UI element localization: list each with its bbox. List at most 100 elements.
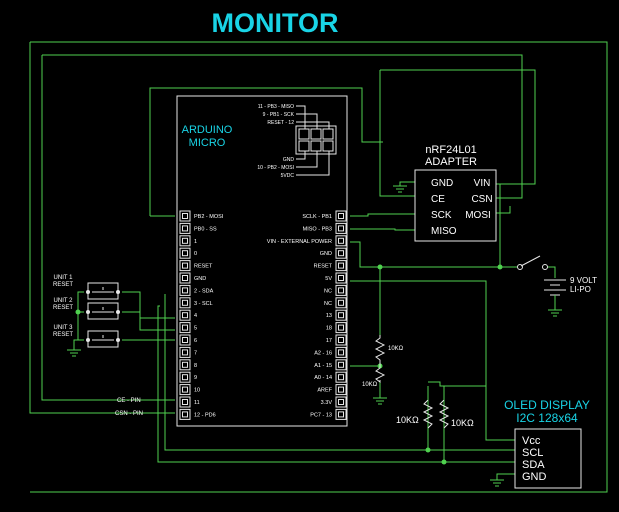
right-pin-label: SCLK - PB1 bbox=[302, 214, 332, 220]
battery: 9 VOLT LI-PO bbox=[544, 276, 597, 300]
right-pin-hole bbox=[338, 361, 344, 368]
left-pin-hole bbox=[182, 312, 188, 319]
right-pin-label: PC7 - 13 bbox=[310, 412, 332, 418]
nrf-pin-mosi: MOSI bbox=[465, 210, 491, 221]
left-pin-hole bbox=[182, 399, 188, 405]
left-pin-hole bbox=[182, 262, 188, 269]
left-pin-label: 9 bbox=[194, 375, 197, 381]
nrf-pin-sck: SCK bbox=[431, 210, 452, 221]
left-pin-label: RESET bbox=[194, 264, 213, 270]
icsp-label: 10 - PB2 - MOSI bbox=[257, 165, 294, 171]
left-pin-label: PB2 - MOSI bbox=[194, 214, 224, 220]
right-pin-hole bbox=[338, 337, 344, 343]
arduino-name-line1: ARDUINO bbox=[182, 124, 233, 136]
right-pin-hole bbox=[338, 262, 344, 269]
left-pin-label: 8 bbox=[194, 363, 197, 369]
left-pin-label: 10 bbox=[194, 388, 200, 394]
button-1-label-line1: UNIT 1 bbox=[54, 275, 74, 281]
right-pin-hole bbox=[338, 399, 344, 405]
right-pin-label: AREF bbox=[317, 388, 332, 394]
button-2-label-line1: UNIT 2 bbox=[54, 298, 74, 304]
nrf-pin-csn: CSN bbox=[471, 194, 492, 205]
left-pin-label: GND bbox=[194, 276, 206, 282]
right-pin-hole bbox=[338, 275, 344, 281]
right-pin-label: VIN - EXTERNAL POWER bbox=[267, 239, 332, 245]
right-pin-label: A1 - 15 bbox=[314, 363, 332, 369]
right-pin-hole bbox=[338, 374, 344, 381]
left-pin-hole bbox=[182, 361, 188, 368]
right-pin-hole bbox=[338, 225, 344, 232]
i2c-pullups: 10KΩ 10KΩ bbox=[396, 386, 474, 429]
left-pin-hole bbox=[182, 299, 188, 306]
left-pin-label: 5 bbox=[194, 326, 197, 332]
voltage-divider: 10KΩ 10KΩ bbox=[362, 335, 404, 388]
right-pin-label: NC bbox=[324, 301, 332, 307]
left-pin-label: PB0 - SS bbox=[194, 226, 217, 232]
oled-pin-sda: SDA bbox=[522, 459, 545, 471]
nrf-pin-miso: MISO bbox=[431, 226, 457, 237]
left-pin-label: 2 - SDA bbox=[194, 288, 214, 294]
power-switch bbox=[500, 255, 548, 270]
right-pin-hole bbox=[338, 349, 344, 356]
right-pin-label: 5V bbox=[325, 276, 332, 282]
left-pin-hole bbox=[182, 225, 188, 232]
right-pin-label: A0 - 14 bbox=[314, 375, 332, 381]
left-pin-label: 12 - PD6 bbox=[194, 412, 216, 418]
oled-pin-gnd: GND bbox=[522, 471, 547, 483]
right-pin-label: A2 - 16 bbox=[314, 350, 332, 356]
right-pin-label: 3.3V bbox=[321, 400, 333, 406]
right-pin-hole bbox=[338, 299, 344, 306]
right-pin-label: 18 bbox=[326, 326, 332, 332]
right-pin-hole bbox=[338, 250, 344, 257]
right-pin-label: GND bbox=[320, 251, 332, 257]
arduino-micro-board: ARDUINO MICRO bbox=[176, 95, 348, 427]
junction-dots bbox=[75, 264, 503, 465]
right-pin-label: 17 bbox=[326, 338, 332, 344]
oled-title-line2: I2C 128x64 bbox=[516, 411, 578, 425]
oled-title-line1: OLED DISPLAY bbox=[504, 398, 590, 412]
nrf-title-line1: nRF24L01 bbox=[425, 144, 476, 156]
left-pin-hole bbox=[182, 287, 188, 294]
button-3-label-line2: RESET bbox=[53, 332, 73, 338]
left-pin-hole bbox=[182, 250, 188, 257]
right-pin-hole bbox=[338, 411, 344, 418]
reset-buttons: UNIT 1 RESET UNIT 2 RESET UNIT 3 RESET bbox=[53, 275, 120, 348]
right-pin-hole bbox=[338, 324, 344, 331]
right-pin-hole bbox=[338, 287, 344, 294]
left-pin-hole bbox=[182, 374, 188, 381]
ce-pin-net-label: CE - PIN bbox=[117, 398, 141, 404]
divider-r-bottom-label: 10KΩ bbox=[362, 382, 378, 388]
left-pin-label: 4 bbox=[194, 313, 197, 319]
pullup-r1-label: 10KΩ bbox=[396, 415, 419, 425]
nrf-title-line2: ADAPTER bbox=[425, 156, 477, 168]
oled-pin-vcc: Vcc bbox=[522, 435, 541, 447]
left-pin-hole bbox=[182, 324, 188, 331]
left-pin-label: 7 bbox=[194, 350, 197, 356]
left-pin-hole bbox=[182, 386, 188, 393]
left-pin-hole bbox=[182, 411, 188, 418]
oled-pin-scl: SCL bbox=[522, 447, 543, 459]
right-pin-label: MISO - PB3 bbox=[303, 226, 332, 232]
right-pin-hole bbox=[338, 237, 344, 244]
ground-symbols bbox=[67, 185, 562, 487]
left-pin-hole bbox=[182, 237, 188, 244]
left-pin-hole bbox=[182, 349, 188, 356]
battery-label-line1: 9 VOLT bbox=[570, 276, 597, 285]
pullup-r2-label: 10KΩ bbox=[451, 418, 474, 428]
right-pin-hole bbox=[338, 386, 344, 393]
button-2-label-line2: RESET bbox=[53, 305, 73, 311]
left-pin-label: 1 bbox=[194, 239, 197, 245]
icsp-label: GND bbox=[283, 157, 295, 163]
nrf24l01-adapter: nRF24L01 ADAPTER GND CE SCK MISO VIN CSN… bbox=[414, 144, 497, 242]
left-pin-hole bbox=[182, 275, 188, 281]
diagram-title: MONITOR bbox=[212, 8, 339, 38]
wires bbox=[29, 41, 608, 493]
icsp-label: RESET - 12 bbox=[267, 120, 294, 126]
divider-r-top-label: 10KΩ bbox=[388, 346, 404, 352]
icsp-label: 9 - PB1 - SCK bbox=[263, 112, 295, 118]
button-3-label-line1: UNIT 3 bbox=[54, 325, 74, 331]
button-1-label-line2: RESET bbox=[53, 282, 73, 288]
right-pin-hole bbox=[338, 312, 344, 319]
